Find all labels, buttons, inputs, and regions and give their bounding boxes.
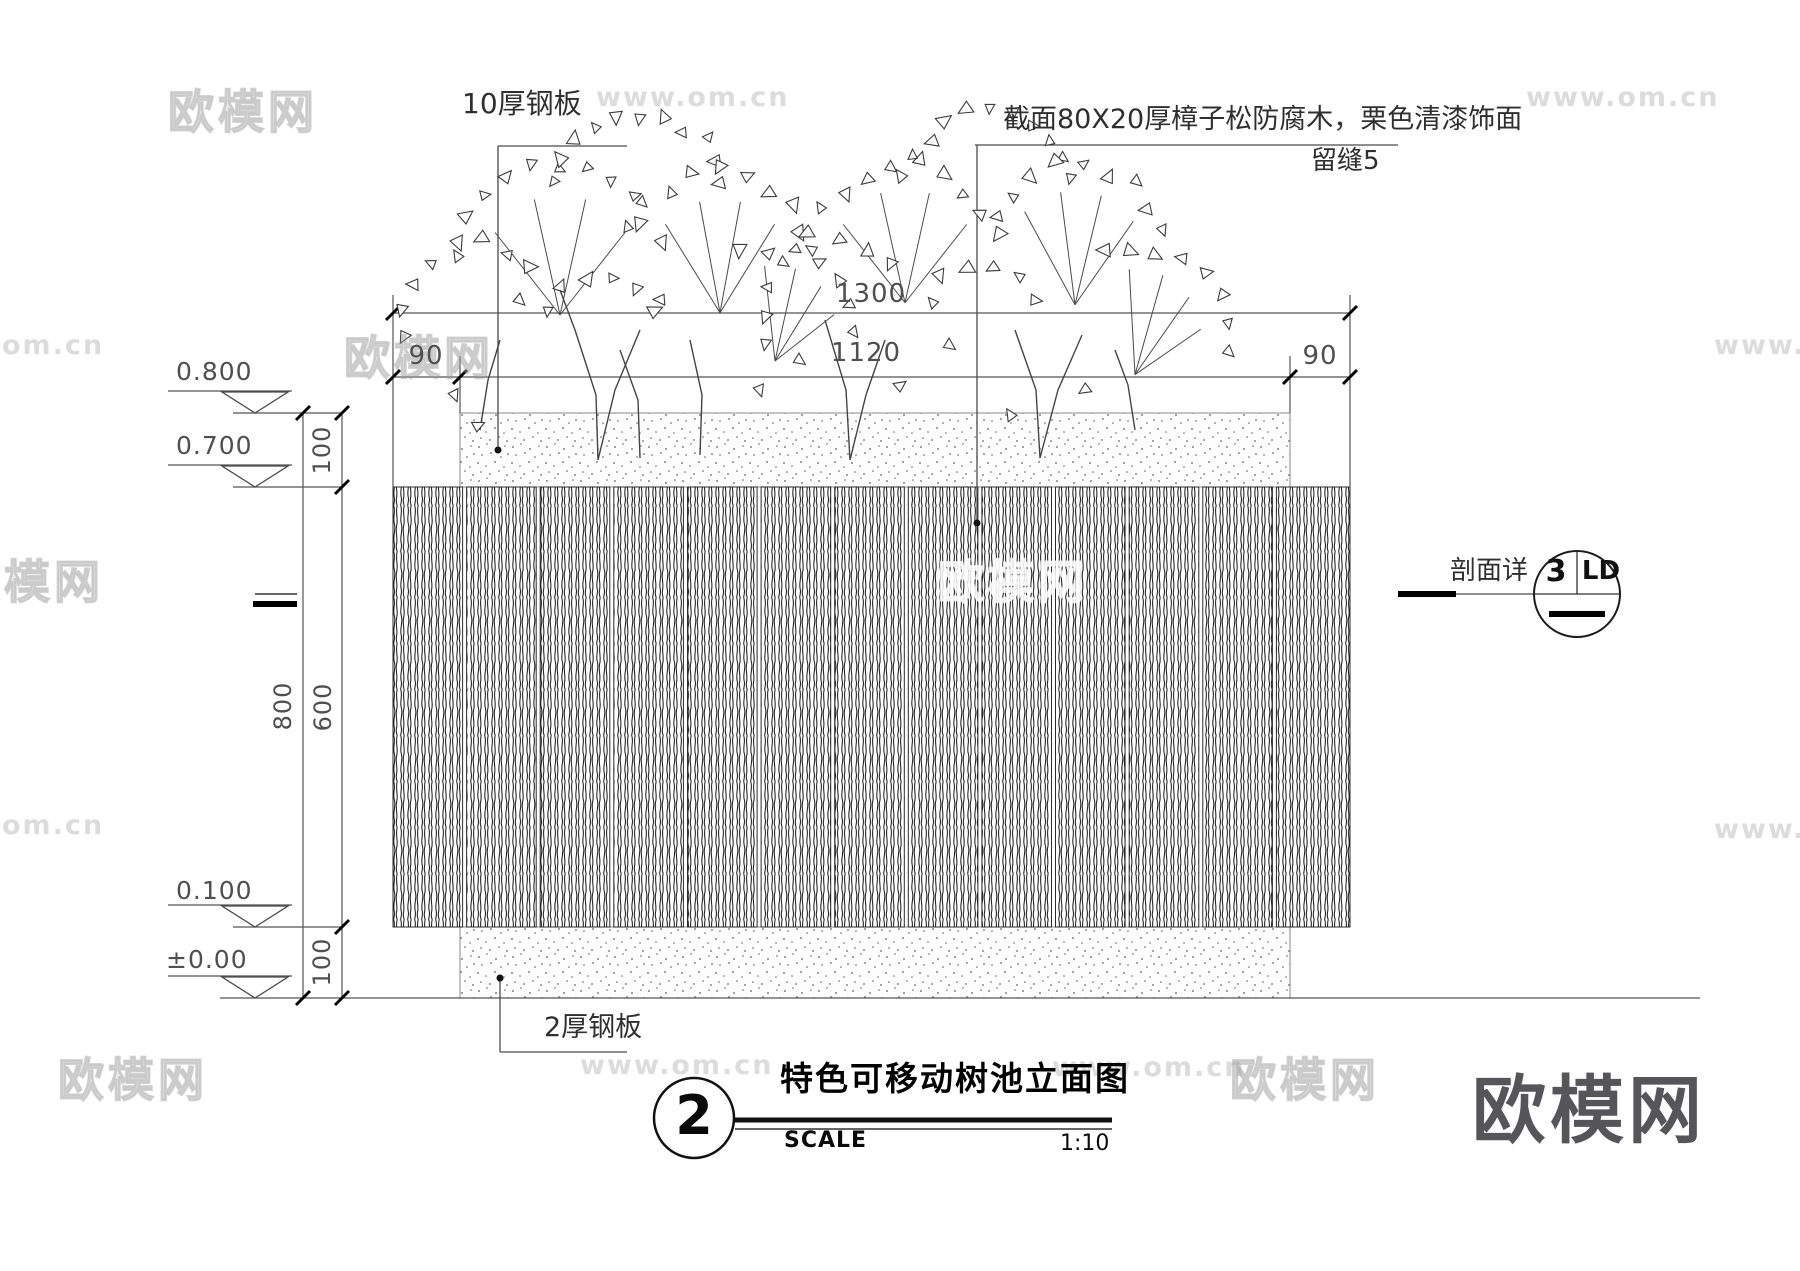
detail-bubble-code: LD — [1581, 556, 1621, 586]
label-top-steel-plate: 10厚钢板 — [462, 87, 582, 120]
scale-value: 1:10 — [1060, 1131, 1110, 1156]
label-wood-section-note: 截面80X20厚樟子松防腐木，栗色清漆饰面 — [1003, 104, 1523, 135]
dim-right-margin: 90 — [1302, 341, 1338, 371]
label-section-ref: 剖面详 — [1450, 556, 1529, 586]
dimension-lines — [168, 295, 1700, 1007]
planting-sketch — [396, 100, 1235, 461]
dim-total-width: 1300 — [835, 279, 907, 309]
detail-reference-bubble — [1533, 550, 1621, 638]
detail-bubble-number: 3 — [1545, 554, 1567, 589]
drawing-title: 特色可移动树池立面图 — [780, 1059, 1130, 1098]
label-gap-note: 留缝5 — [1311, 146, 1380, 176]
elevation-ground: ±0.00 — [166, 945, 248, 974]
label-bottom-steel-plate: 2厚钢板 — [544, 1012, 643, 1043]
dim-left-margin: 90 — [408, 341, 444, 371]
title-block-graphics — [652, 1076, 1112, 1160]
planter-steel-bands — [459, 412, 1291, 999]
wood-slat-panel — [392, 486, 1351, 928]
dim-bottom-band-height: 100 — [308, 937, 336, 987]
leader-lines — [253, 144, 1534, 1053]
elevation-top: 0.800 — [176, 357, 253, 386]
elevation-panel-bottom: 0.100 — [176, 876, 253, 905]
scale-label: SCALE — [784, 1128, 868, 1153]
dim-panel-height: 600 — [309, 682, 337, 732]
site-logo: 欧模网 — [1472, 1068, 1706, 1154]
dim-inner-width: 1120 — [830, 338, 902, 368]
elevation-panel-top: 0.700 — [176, 431, 253, 460]
drawing-number: 2 — [675, 1084, 713, 1147]
dim-total-height: 800 — [269, 681, 297, 731]
dim-top-band-height: 100 — [308, 425, 336, 475]
